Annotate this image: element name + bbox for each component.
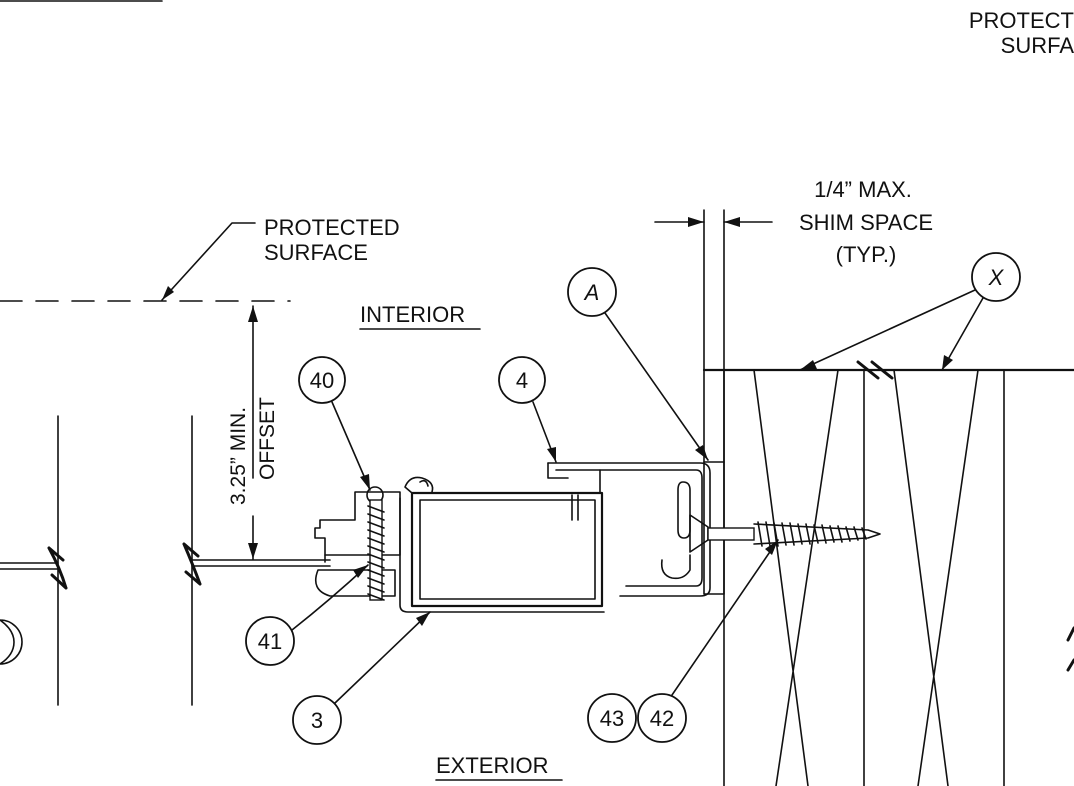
- callout-43-label: 43: [600, 706, 624, 731]
- shim-space-text-line3: (TYP.): [836, 242, 897, 267]
- protected-surface-label-top-line2: SURFA: [1001, 33, 1074, 58]
- callout-4: [498, 356, 546, 404]
- callout-42-label: 42: [650, 706, 674, 731]
- substrate: [702, 360, 1074, 786]
- arrowhead: [800, 360, 817, 370]
- interior-label: INTERIOR: [360, 302, 465, 327]
- break-mark: [1066, 626, 1074, 672]
- arrowhead: [416, 612, 430, 626]
- frame-cap-inner: [555, 469, 703, 587]
- offset-dimension-text-line1: 3.25” MIN.: [227, 407, 250, 505]
- glazing-bead: [314, 569, 396, 597]
- screw-40: [367, 499, 385, 601]
- callout-x: [971, 252, 1021, 302]
- arrowhead: [695, 445, 708, 460]
- callout-40-leader: [331, 401, 371, 491]
- callout-40: [298, 356, 346, 404]
- callout-41-label: 41: [258, 629, 282, 654]
- frame-hook: [660, 554, 691, 580]
- callout-3: [292, 695, 342, 745]
- arrowhead: [248, 306, 258, 322]
- frame-web: [571, 494, 579, 521]
- frame-lip: [547, 462, 569, 479]
- callout-a: [567, 267, 617, 317]
- frame-inner-wall: [419, 499, 596, 600]
- callout-42: [637, 693, 687, 743]
- callout-3-leader: [334, 611, 431, 704]
- frame-clip-curl: [419, 479, 429, 487]
- arrowhead: [688, 217, 704, 227]
- break-mark: [856, 360, 894, 380]
- arrowhead: [248, 543, 258, 559]
- shim-space-text-line2: SHIM SPACE: [799, 210, 933, 235]
- arrowhead: [162, 286, 174, 300]
- callout-a-leader: [604, 312, 709, 461]
- callout-42-leader: [671, 539, 779, 696]
- frame-screw-channel: [677, 481, 691, 539]
- callout-x-label: X: [988, 265, 1005, 290]
- break-mark: [182, 542, 202, 586]
- protected-surface-leader: [161, 222, 256, 301]
- callout-40-label: 40: [310, 368, 334, 393]
- arrowhead: [765, 540, 778, 555]
- callout-a-label: A: [583, 280, 600, 305]
- exterior-label: EXTERIOR: [436, 753, 548, 778]
- protected-surface-label-line1: PROTECTED: [264, 215, 400, 240]
- callout-3-label: 3: [311, 708, 323, 733]
- arrowhead: [360, 474, 370, 490]
- frame-body: [410, 491, 604, 608]
- callout-43: [587, 693, 637, 743]
- callout-bubble-partial: [0, 619, 23, 665]
- callout-x-leader: [799, 289, 976, 371]
- arrowhead: [353, 565, 368, 578]
- arrowhead: [724, 217, 740, 227]
- shim-space-text-line1: 1/4” MAX.: [814, 177, 912, 202]
- protected-surface-label-top-line1: PROTECT: [969, 8, 1074, 33]
- anchor-screw: [689, 514, 881, 553]
- callout-4-label: 4: [516, 368, 528, 393]
- callout-41: [245, 616, 295, 666]
- glazing-stop: [314, 491, 401, 556]
- frame-outer-wall: [399, 497, 605, 613]
- arrowhead: [547, 447, 556, 462]
- frame-profile: [314, 462, 711, 613]
- break-mark: [47, 546, 68, 590]
- arrowhead: [942, 355, 953, 370]
- frame-clip: [404, 476, 434, 494]
- protected-surface-label-line2: SURFACE: [264, 240, 368, 265]
- offset-dimension-text-line2: OFFSET: [256, 397, 279, 480]
